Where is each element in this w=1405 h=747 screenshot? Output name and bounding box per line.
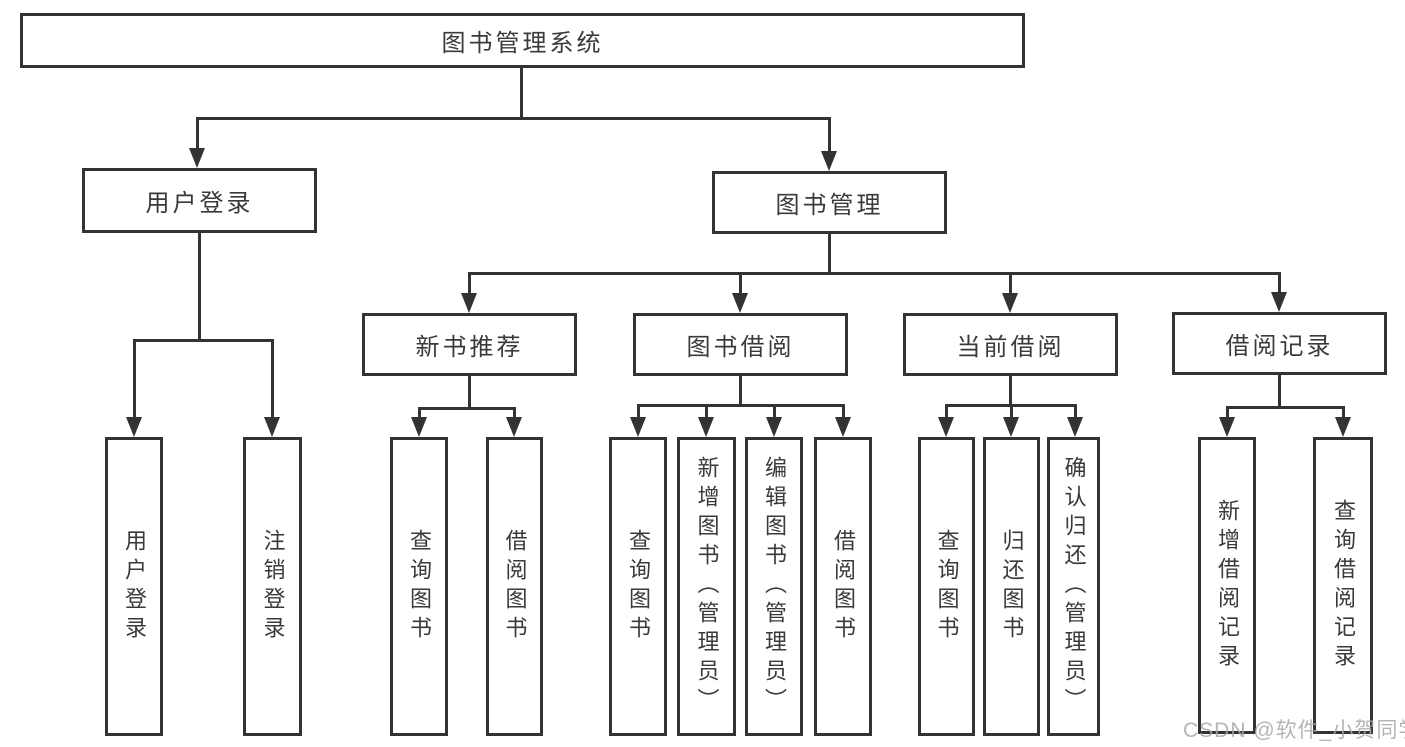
connector-to-borrow-records: [1278, 272, 1281, 293]
leaf-add-books-admin: 新增图书（管理员）: [677, 437, 736, 736]
node-borrowing-records: 借阅记录: [1172, 312, 1387, 375]
connector-to-leaf-user-login: [133, 339, 136, 418]
csdn-watermark: CSDN @软件_小贺同学: [1183, 719, 1405, 742]
connector-root-branch: [196, 117, 830, 120]
connector-user-login-branch: [133, 339, 274, 342]
arrow-to-leaf-query2: [630, 417, 646, 437]
connector-to-leaf-confirm-return: [1074, 404, 1077, 418]
arrow-to-new-book: [461, 293, 477, 313]
arrow-to-leaf-user-login: [126, 417, 142, 437]
node-new-book-recommend: 新书推荐: [362, 313, 577, 376]
connector-current-borrow-stem: [1009, 376, 1012, 407]
connector-to-user-login: [196, 117, 199, 149]
connector-root-stem: [520, 68, 523, 118]
arrow-to-leaf-confirm-return: [1067, 417, 1083, 437]
node-current-borrowing: 当前借阅: [903, 313, 1118, 376]
leaf-add-borrow-record: 新增借阅记录: [1198, 437, 1256, 734]
node-user-login: 用户登录: [82, 168, 317, 233]
node-book-borrowing: 图书借阅: [633, 313, 848, 376]
arrow-to-leaf-add-record: [1219, 417, 1235, 437]
connector-new-book-stem: [468, 376, 471, 410]
arrow-to-leaf-query-record: [1335, 417, 1351, 437]
arrow-to-book-borrowing: [732, 293, 748, 313]
leaf-confirm-return-admin: 确认归还（管理员）: [1047, 437, 1100, 736]
arrow-to-leaf-edit-book: [766, 417, 782, 437]
arrow-to-leaf-borrow1: [506, 417, 522, 437]
leaf-edit-books-admin: 编辑图书（管理员）: [745, 437, 803, 736]
arrow-to-leaf-borrow2: [835, 417, 851, 437]
arrow-to-leaf-query3: [938, 417, 954, 437]
leaf-borrow-books-recommend: 借阅图书: [486, 437, 543, 736]
connector-to-leaf-return: [1010, 404, 1013, 418]
arrow-to-leaf-add-book: [698, 417, 714, 437]
leaf-user-login: 用户登录: [105, 437, 163, 736]
connector-to-leaf-query2: [637, 404, 640, 418]
connector-book-borrow-stem: [739, 376, 742, 407]
arrow-to-book-management: [821, 151, 837, 171]
connector-to-leaf-logout: [271, 339, 274, 418]
connector-book-mgmt-stem: [828, 234, 831, 275]
leaf-query-books-borrowing: 查询图书: [609, 437, 667, 736]
leaf-return-books: 归还图书: [983, 437, 1040, 736]
leaf-borrow-books: 借阅图书: [814, 437, 872, 736]
connector-to-current-borrowing: [1009, 272, 1012, 294]
connector-to-book-management: [828, 117, 831, 152]
leaf-query-books-recommend: 查询图书: [390, 437, 448, 736]
connector-to-leaf-query1: [418, 407, 421, 418]
arrow-to-user-login: [189, 148, 205, 168]
connector-book-borrow-branch: [637, 404, 845, 407]
connector-to-leaf-borrow2: [842, 404, 845, 418]
arrow-to-leaf-logout: [264, 417, 280, 437]
leaf-query-borrow-record: 查询借阅记录: [1313, 437, 1373, 734]
connector-user-login-stem: [198, 233, 201, 342]
connector-to-leaf-add-book: [705, 404, 708, 418]
connector-borrow-record-branch: [1226, 406, 1344, 409]
connector-book-mgmt-branch: [468, 272, 1281, 275]
leaf-logout: 注销登录: [243, 437, 302, 736]
arrow-to-leaf-return: [1003, 417, 1019, 437]
connector-to-new-book: [468, 272, 471, 294]
connector-to-book-borrowing: [739, 272, 742, 294]
connector-new-book-branch: [418, 407, 516, 410]
arrow-to-current-borrowing: [1002, 293, 1018, 313]
connector-to-leaf-query3: [945, 404, 948, 418]
arrow-to-leaf-query1: [411, 417, 427, 437]
connector-to-leaf-query-record: [1342, 406, 1345, 418]
connector-to-leaf-add-record: [1226, 406, 1229, 418]
node-library-management-system: 图书管理系统: [20, 13, 1025, 68]
arrow-to-borrow-records: [1271, 292, 1287, 312]
connector-to-leaf-borrow1: [513, 407, 516, 418]
node-book-management: 图书管理: [712, 171, 947, 234]
leaf-query-books-current: 查询图书: [918, 437, 975, 736]
connector-to-leaf-edit-book: [773, 404, 776, 418]
connector-borrow-record-stem: [1278, 375, 1281, 409]
